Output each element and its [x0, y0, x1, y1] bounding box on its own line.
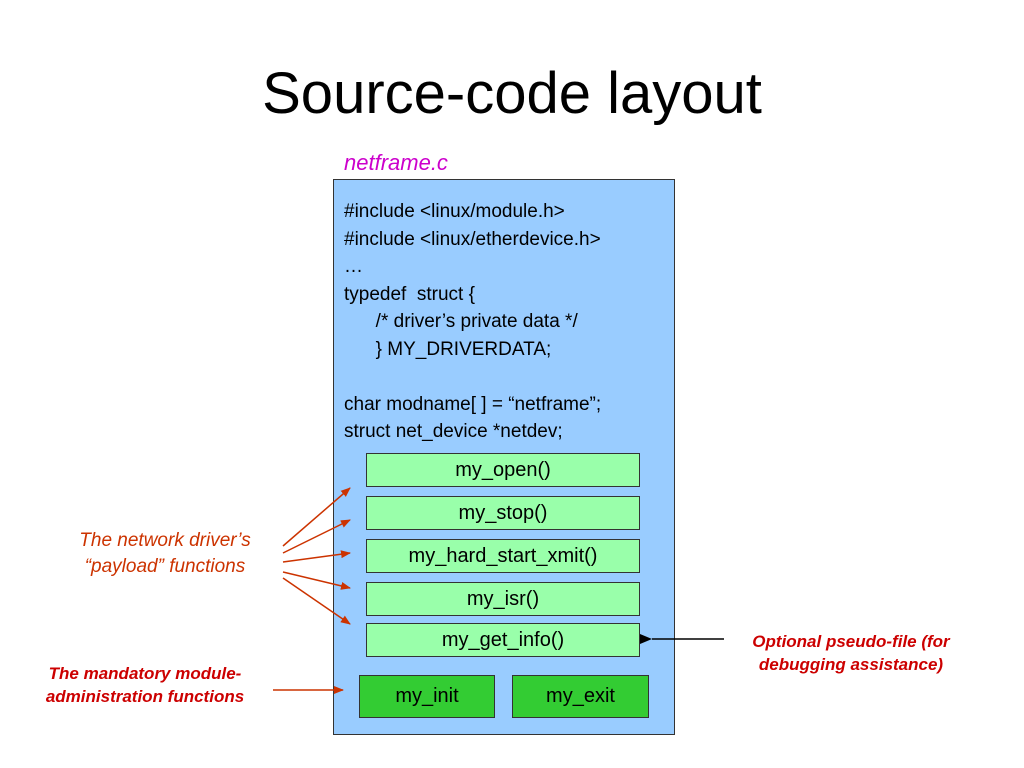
code-line: char modname[ ] = “netframe”; [344, 393, 602, 415]
code-line: /* driver’s private data */ [344, 311, 578, 332]
code-block: #include <linux/module.h> #include <linu… [344, 198, 601, 446]
function-box-my-open: my_open() [366, 453, 640, 487]
function-box-my-init: my_init [359, 675, 495, 718]
function-box-my-exit: my_exit [512, 675, 649, 718]
code-line: #include <linux/module.h> [344, 201, 565, 222]
function-box-my-hard-start-xmit: my_hard_start_xmit() [366, 539, 640, 573]
annotation-line: The mandatory module- [48, 664, 242, 683]
function-box-my-isr: my_isr() [366, 582, 640, 616]
arrow-to-my-get-info [282, 577, 351, 625]
annotation-line: debugging assistance) [758, 655, 944, 674]
code-line: } MY_DRIVERDATA; [344, 338, 552, 360]
optional-pseudo-file-annotation: Optional pseudo-file (for debugging assi… [726, 630, 976, 676]
admin-functions-annotation: The mandatory module- administration fun… [20, 662, 270, 708]
annotation-line: “payload” functions [84, 556, 246, 577]
function-box-my-stop: my_stop() [366, 496, 640, 530]
code-line: typedef struct { [344, 283, 475, 305]
annotation-line: The network driver’s [79, 530, 251, 551]
code-line: struct net_device *netdev; [344, 421, 563, 442]
arrow-to-my-stop [282, 519, 351, 554]
annotation-line: administration functions [45, 687, 245, 706]
slide-title: Source-code layout [262, 61, 762, 126]
code-line: #include <linux/etherdevice.h> [344, 228, 601, 250]
arrow-to-my-hard-start-xmit [282, 550, 351, 563]
file-name-label: netframe.c [344, 150, 448, 175]
payload-functions-annotation: The network driver’s “payload” functions [40, 528, 290, 580]
code-line: … [344, 256, 363, 277]
annotation-line: Optional pseudo-file (for [752, 632, 950, 651]
arrow-to-my-isr [282, 571, 351, 590]
function-box-my-get-info: my_get_info() [366, 623, 640, 657]
arrow-to-my-open [282, 487, 351, 547]
